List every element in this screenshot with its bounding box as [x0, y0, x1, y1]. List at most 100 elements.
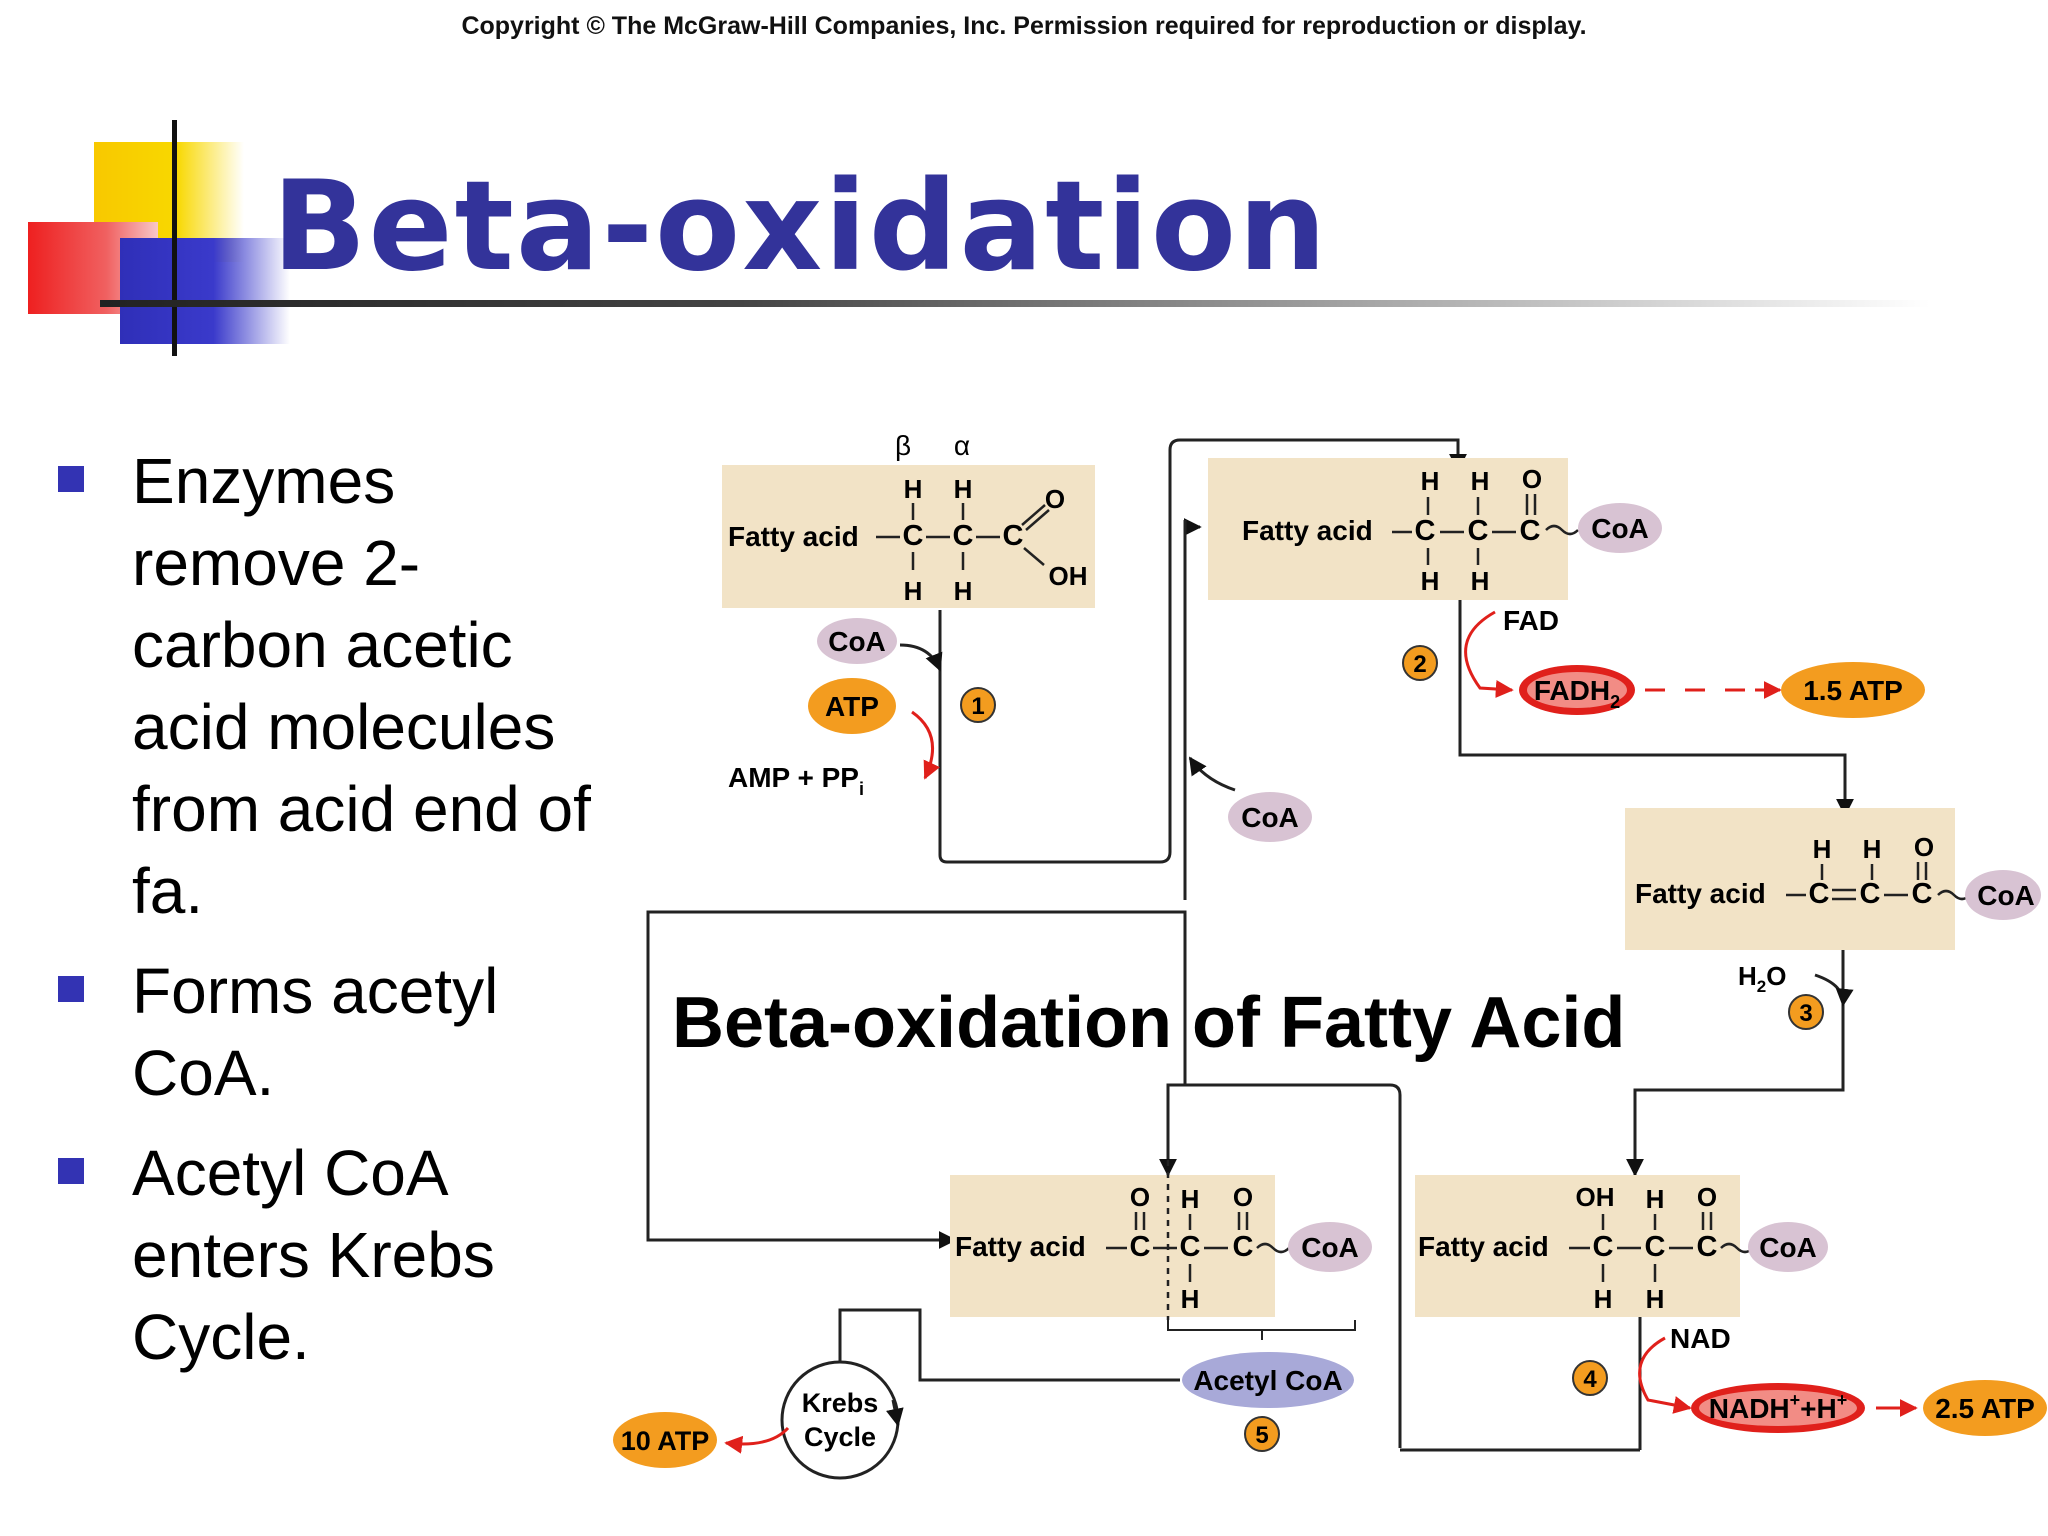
- atp-oval: [808, 678, 896, 734]
- pathway-line: [838, 1308, 1180, 1382]
- svg-text:C: C: [1809, 878, 1830, 910]
- fatty-acid-label: Fatty acid: [955, 1231, 1086, 1262]
- amp-ppi-label: AMP + PPi: [728, 762, 864, 799]
- bullet-text: Acetyl CoA enters Krebs Cycle.: [132, 1137, 495, 1373]
- svg-text:C: C: [1003, 520, 1024, 552]
- diagram-title: Beta-oxidation of Fatty Acid: [672, 983, 1625, 1063]
- step-4-marker: [1572, 1360, 1608, 1396]
- atp-oval: [613, 1412, 717, 1468]
- h2o-label: H2O: [1738, 961, 1786, 996]
- svg-text:C: C: [1912, 878, 1933, 910]
- svg-text:C: C: [953, 520, 974, 552]
- svg-text:4: 4: [1583, 1366, 1597, 1393]
- bullet-text: Forms acetyl CoA.: [132, 955, 499, 1109]
- atp-label: ATP: [825, 691, 879, 722]
- svg-text:C: C: [1415, 515, 1436, 547]
- blue-square-decoration: [120, 238, 290, 344]
- svg-text:C: C: [1180, 1231, 1201, 1263]
- svg-text:3: 3: [1799, 1000, 1812, 1027]
- coa-oval: [1748, 1222, 1828, 1272]
- svg-text:C: C: [1130, 1231, 1151, 1263]
- svg-text:H: H: [1813, 834, 1832, 864]
- svg-text:5: 5: [1255, 1422, 1268, 1449]
- coa-label: CoA: [1241, 802, 1299, 833]
- step-1-marker: [960, 687, 996, 723]
- fatty-acid-box-5: [950, 1175, 1275, 1317]
- svg-text:H: H: [1421, 466, 1440, 496]
- svg-text:O: O: [1697, 1182, 1717, 1212]
- pathway-line: [938, 438, 1467, 864]
- svg-text:H: H: [904, 474, 923, 504]
- svg-text:H: H: [1471, 566, 1490, 596]
- svg-text:O: O: [1045, 484, 1065, 514]
- vertical-rule-decoration: [172, 120, 177, 356]
- atp-1-5-label: 1.5 ATP: [1803, 675, 1903, 706]
- pathway-line: [1458, 595, 1854, 817]
- coa-label: CoA: [828, 626, 886, 657]
- svg-text:C: C: [1468, 515, 1489, 547]
- krebs-cycle-label: Krebs: [802, 1388, 879, 1418]
- bullet-item: Forms acetyl CoA.: [52, 950, 592, 1114]
- atp-2-5-label: 2.5 ATP: [1935, 1393, 2035, 1424]
- atp-oval: [1781, 662, 1925, 718]
- svg-text:OH: OH: [1049, 561, 1088, 591]
- bullet-square-icon: [58, 466, 84, 492]
- greek-beta-label: β: [895, 430, 911, 461]
- bullet-item: Enzymes remove 2-carbon acetic acid mole…: [52, 440, 592, 932]
- coa-oval: [1578, 503, 1662, 553]
- svg-text:O: O: [1130, 1182, 1150, 1212]
- atp-oval: [1923, 1380, 2047, 1436]
- pathway-line: [1183, 518, 1202, 536]
- svg-text:H: H: [954, 474, 973, 504]
- fatty-acid-label: Fatty acid: [1418, 1231, 1549, 1262]
- fatty-acid-box-3: [1625, 808, 1955, 950]
- coa-oval: [1288, 1222, 1372, 1272]
- svg-text:H: H: [1594, 1284, 1613, 1314]
- svg-text:H: H: [1421, 566, 1440, 596]
- nad-label: NAD: [1670, 1323, 1731, 1354]
- pathway-line: [646, 910, 1187, 1249]
- svg-text:C: C: [1233, 1231, 1254, 1263]
- svg-text:C: C: [1860, 878, 1881, 910]
- bullet-text: Enzymes remove 2-carbon acetic acid mole…: [132, 445, 591, 927]
- title-underline: [100, 300, 1930, 307]
- fatty-acid-box-4: [1415, 1175, 1740, 1317]
- page-title: Beta-oxidation: [272, 155, 1329, 299]
- acetyl-coa-oval: [1182, 1352, 1354, 1408]
- bullet-square-icon: [58, 976, 84, 1002]
- svg-text:O: O: [1522, 464, 1542, 494]
- coa-label: CoA: [1591, 513, 1649, 544]
- fadh2-label: FADH2: [1534, 675, 1620, 712]
- fatty-acid-label: Fatty acid: [1242, 515, 1373, 546]
- step-5-marker: [1244, 1416, 1280, 1452]
- pathway-line: [1159, 1083, 1402, 1448]
- svg-text:O: O: [1914, 832, 1934, 862]
- coa-label: CoA: [1759, 1232, 1817, 1263]
- fatty-acid-box-2: [1208, 458, 1568, 600]
- svg-text:H: H: [1181, 1184, 1200, 1214]
- svg-text:C: C: [903, 520, 924, 552]
- step-3-marker: [1788, 994, 1824, 1030]
- svg-text:H: H: [1471, 466, 1490, 496]
- svg-text:H: H: [1646, 1284, 1665, 1314]
- coa-oval: [1965, 870, 2041, 920]
- coa-oval: [1228, 792, 1312, 842]
- svg-text:H: H: [954, 576, 973, 606]
- svg-text:H: H: [1181, 1284, 1200, 1314]
- bullet-item: Acetyl CoA enters Krebs Cycle.: [52, 1132, 592, 1378]
- coa-label: CoA: [1301, 1232, 1359, 1263]
- svg-text:C: C: [1697, 1231, 1718, 1263]
- svg-text:H: H: [1863, 834, 1882, 864]
- acetyl-coa-label: Acetyl CoA: [1193, 1365, 1342, 1396]
- svg-text:2: 2: [1413, 651, 1426, 678]
- svg-text:H: H: [1646, 1184, 1665, 1214]
- svg-text:OH: OH: [1576, 1182, 1615, 1212]
- greek-alpha-label: α: [954, 430, 970, 461]
- coa-label: CoA: [1977, 880, 2035, 911]
- krebs-cycle-label: Cycle: [804, 1422, 876, 1452]
- svg-text:C: C: [1645, 1231, 1666, 1263]
- fad-label: FAD: [1503, 605, 1559, 636]
- step-2-marker: [1402, 645, 1438, 681]
- svg-text:1: 1: [971, 693, 984, 720]
